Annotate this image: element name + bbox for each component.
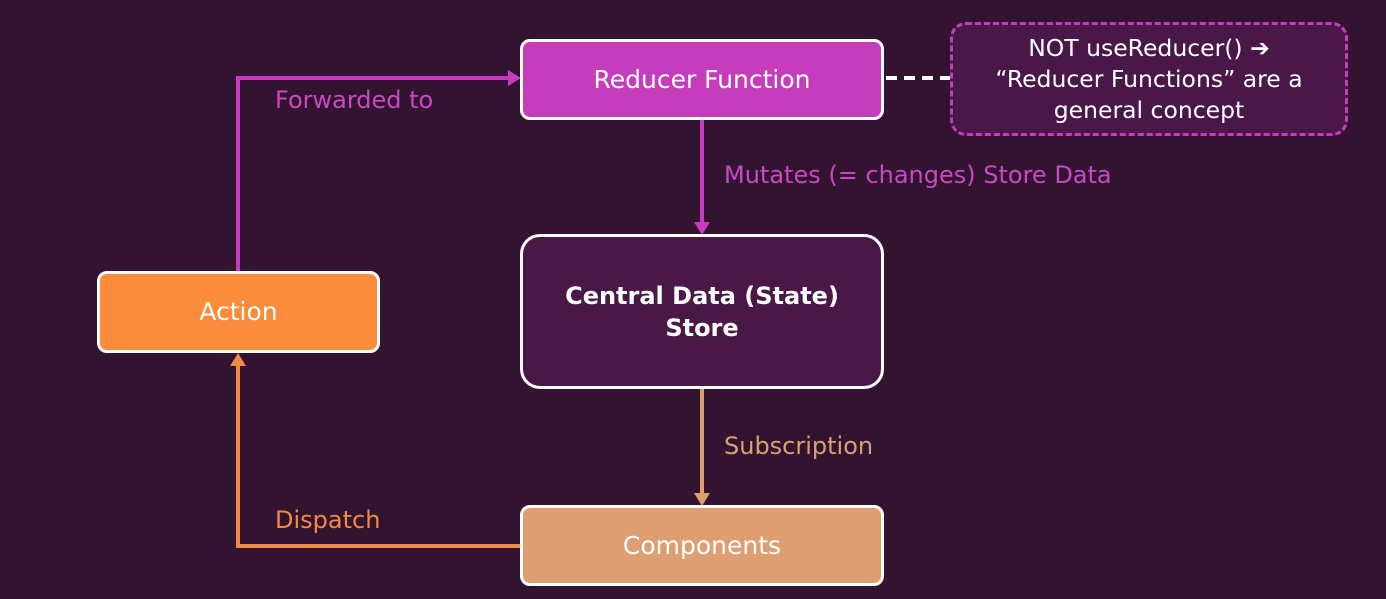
note-line-3: general concept xyxy=(1053,95,1245,124)
note-text: NOT useReducer() ➔ “Reducer Functions” a… xyxy=(995,33,1302,126)
forwarded-connector xyxy=(236,76,508,271)
components-box: Components xyxy=(520,505,884,586)
note-box: NOT useReducer() ➔ “Reducer Functions” a… xyxy=(950,22,1348,136)
action-label: Action xyxy=(199,297,278,327)
central-store-text: Central Data (State) Store xyxy=(565,280,839,344)
central-store-line-2: Store xyxy=(665,313,739,342)
action-box: Action xyxy=(97,271,380,353)
note-line-1: NOT useReducer() ➔ xyxy=(1028,33,1270,62)
right-arrow-icon: ➔ xyxy=(1250,33,1270,62)
dispatch-arrowhead xyxy=(230,353,246,366)
components-label: Components xyxy=(622,530,782,560)
subscription-arrowhead xyxy=(694,493,710,506)
dispatch-label: Dispatch xyxy=(275,506,381,534)
subscription-label: Subscription xyxy=(724,432,874,460)
forwarded-arrowhead xyxy=(508,70,521,86)
dispatch-connector xyxy=(236,365,520,548)
central-store-line-1: Central Data (State) xyxy=(565,281,839,310)
note-line-2: “Reducer Functions” are a xyxy=(995,64,1303,93)
mutates-label: Mutates (= changes) Store Data xyxy=(724,161,1112,189)
forwarded-to-label: Forwarded to xyxy=(275,86,434,114)
reducer-function-box: Reducer Function xyxy=(520,39,884,120)
reducer-function-label: Reducer Function xyxy=(593,64,811,94)
central-store-box: Central Data (State) Store xyxy=(520,234,884,389)
mutates-arrowhead xyxy=(694,222,710,235)
